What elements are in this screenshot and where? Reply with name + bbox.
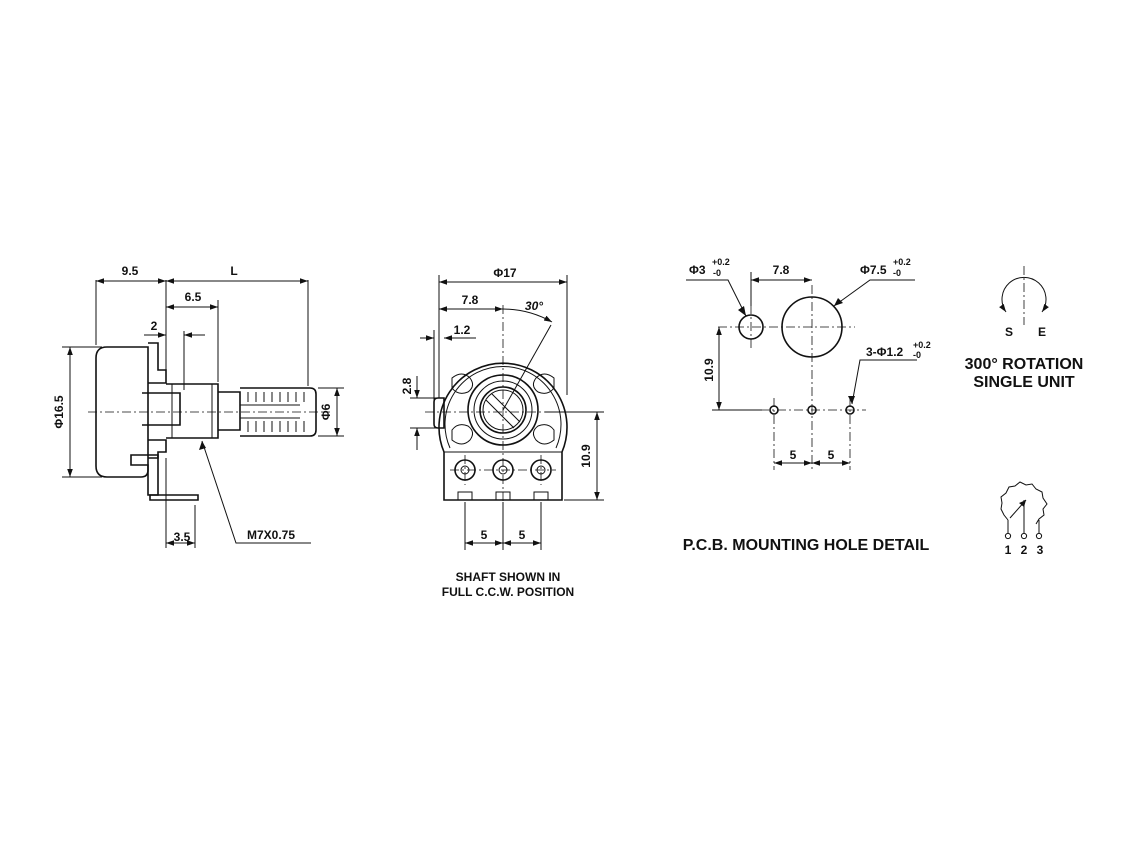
dim-3-dia-1-2: 3-Φ1.2: [866, 345, 904, 359]
dim-dia-6: Φ6: [319, 403, 333, 420]
dim-dia-3: Φ3: [689, 263, 706, 277]
label-end: E: [1038, 325, 1046, 339]
rotation-symbol: S E 300° ROTATION SINGLE UNIT: [965, 266, 1084, 391]
dim-dia-16-5: Φ16.5: [52, 395, 66, 429]
caption-rotation-line1: 300° ROTATION: [965, 356, 1084, 373]
pin-3-label: 3: [1037, 543, 1044, 557]
tol-plus-b: +0.2: [893, 257, 911, 267]
dim-6-5: 6.5: [185, 290, 202, 304]
label-start: S: [1005, 325, 1013, 339]
dim-7-8: 7.8: [462, 293, 479, 307]
dim-5-right: 5: [828, 448, 835, 462]
pin-2-label: 2: [1021, 543, 1028, 557]
caption-shaft-line1: SHAFT SHOWN IN: [456, 570, 561, 584]
caption-pcb: P.C.B. MOUNTING HOLE DETAIL: [683, 537, 930, 554]
dim-10-9: 10.9: [702, 358, 716, 382]
schematic-symbol: 1 2 3: [1000, 481, 1048, 557]
tol-minus-c: -0: [913, 350, 921, 360]
side-view: 9.5 L 6.5 2 Φ16.5 Φ6 3.5 M7X0.75: [52, 264, 344, 548]
tol-plus-c: +0.2: [913, 340, 931, 350]
pin-1-label: 1: [1005, 543, 1012, 557]
dim-7-8: 7.8: [773, 263, 790, 277]
dim-30-deg: 30°: [525, 299, 543, 313]
front-view: Φ17 7.8 30° 1.2 2.8 10.9 5 5 SHAFT SHOWN…: [400, 266, 604, 599]
dim-3-5: 3.5: [174, 530, 191, 544]
dim-10-9: 10.9: [579, 444, 593, 468]
dim-9-5: 9.5: [122, 264, 139, 278]
dim-5-left: 5: [481, 528, 488, 542]
dim-5-right: 5: [519, 528, 526, 542]
caption-shaft-line2: FULL C.C.W. POSITION: [442, 585, 574, 599]
dim-dia-17: Φ17: [493, 266, 517, 280]
dim-dia-7-5: Φ7.5: [860, 263, 887, 277]
dim-5-left: 5: [790, 448, 797, 462]
tol-plus-a: +0.2: [712, 257, 730, 267]
dim-2-8: 2.8: [400, 377, 414, 394]
dim-2: 2: [151, 319, 158, 333]
caption-rotation-line2: SINGLE UNIT: [973, 374, 1075, 391]
dim-length-L: L: [230, 264, 237, 278]
dim-1-2: 1.2: [454, 323, 471, 337]
tol-minus-a: -0: [713, 268, 721, 278]
pcb-hole-detail: Φ3 +0.2 -0 7.8 Φ7.5 +0.2 -0 10.9 3-Φ1.2 …: [683, 257, 931, 554]
thread-spec: M7X0.75: [247, 528, 295, 542]
tol-minus-b: -0: [893, 268, 901, 278]
